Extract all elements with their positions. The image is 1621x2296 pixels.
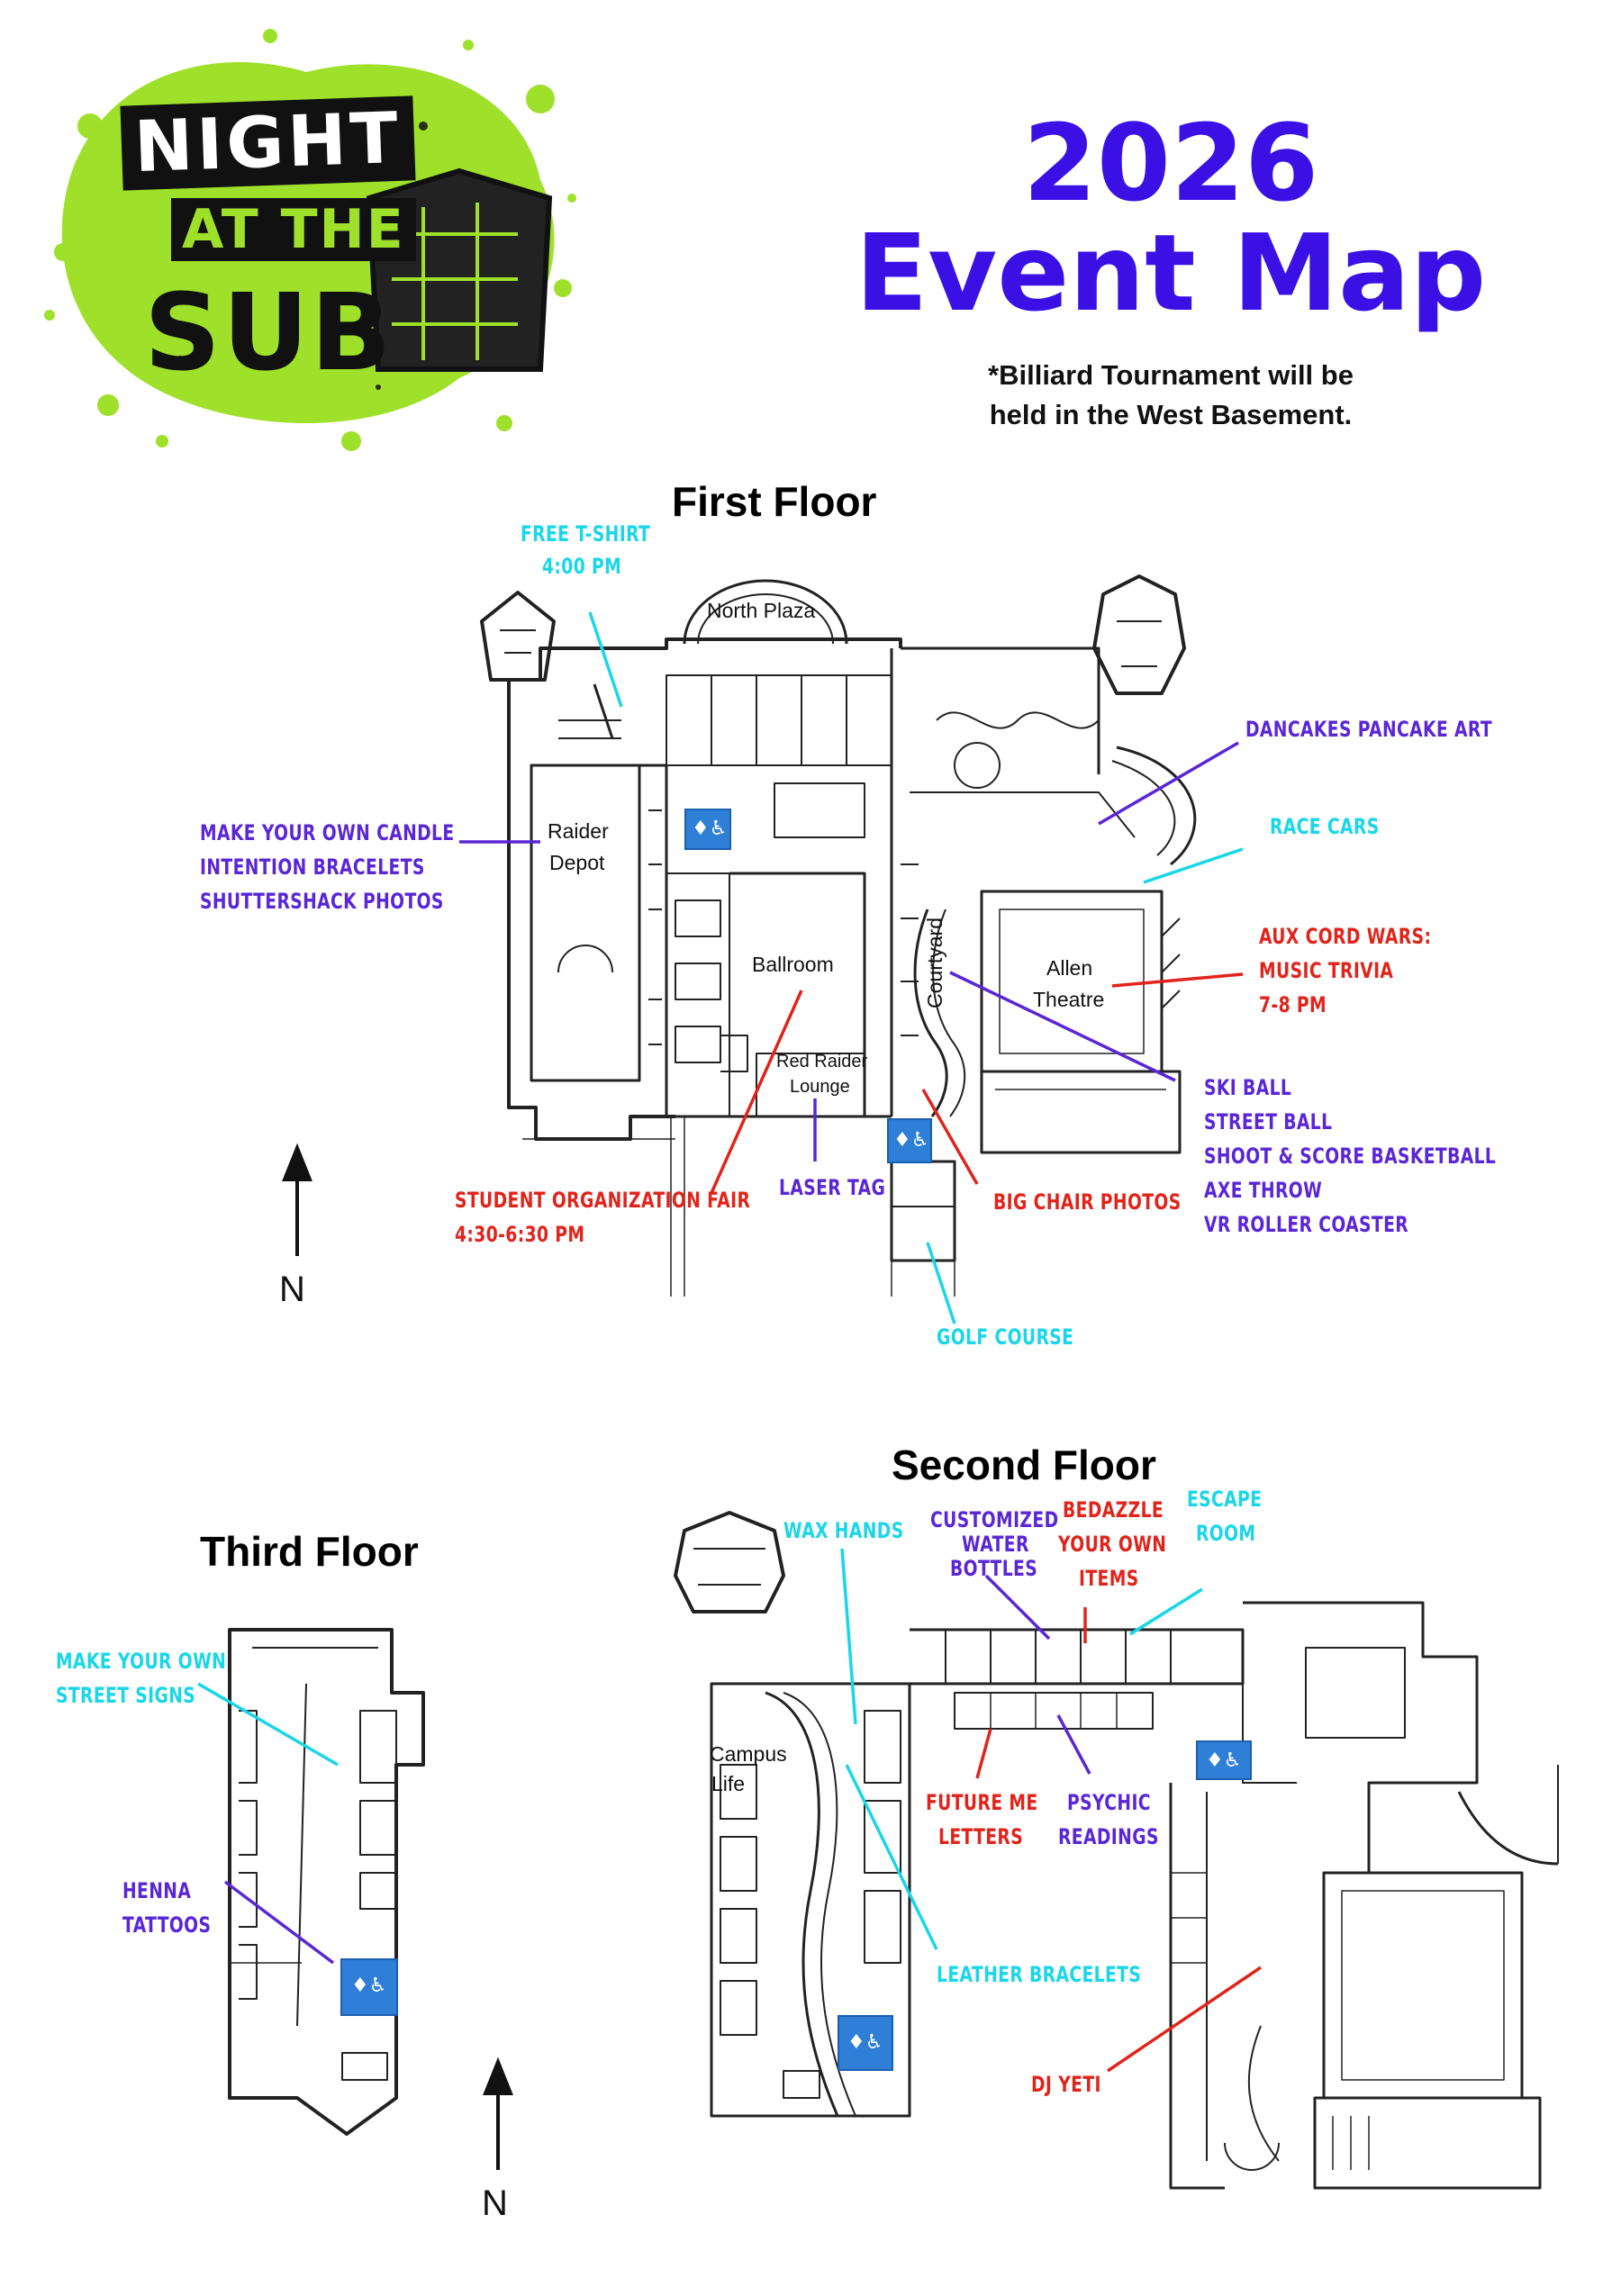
- logo-text-sub: SUB: [144, 270, 394, 394]
- leader-golf-course: [926, 1242, 956, 1324]
- logo-text-at-the: AT THE: [171, 198, 416, 261]
- label-org-fair-line1: STUDENT ORGANIZATION FAIR: [455, 1188, 751, 1213]
- leader-race-cars: [1143, 847, 1244, 884]
- leader-escape-room: [1129, 1587, 1203, 1636]
- label-street-ball: STREET BALL: [1204, 1109, 1333, 1134]
- label-org-fair-line2: 4:30-6:30 PM: [455, 1222, 585, 1247]
- label-water-bottles-line2: WATER: [962, 1532, 1029, 1557]
- north-arrow-icon: [282, 1143, 312, 1256]
- label-bedazzle-line2: YOUR OWN: [1058, 1532, 1167, 1557]
- room-courtyard: Courtyard: [923, 917, 946, 1008]
- leader-psychic: [1056, 1714, 1091, 1775]
- leader-aux-cord: [1111, 972, 1244, 988]
- leader-dj-yeti: [1107, 1966, 1262, 2073]
- label-golf-course: GOLF COURSE: [937, 1324, 1074, 1350]
- label-psychic-line2: READINGS: [1058, 1824, 1159, 1849]
- label-water-bottles-line1: CUSTOMIZED: [930, 1507, 1059, 1532]
- label-future-me-line2: LETTERS: [938, 1824, 1024, 1849]
- label-free-tshirt-line2: 4:00 PM: [542, 554, 622, 579]
- label-big-chair: BIG CHAIR PHOTOS: [993, 1189, 1182, 1215]
- label-bedazzle-line1: BEDAZZLE: [1063, 1497, 1164, 1523]
- leader-future-me: [975, 1728, 992, 1779]
- room-north-plaza: North Plaza: [707, 599, 816, 622]
- third-floor-plan: [228, 1628, 425, 2136]
- label-aux-cord-line2: MUSIC TRIVIA: [1259, 958, 1394, 983]
- label-henna-line1: HENNA: [122, 1878, 192, 1903]
- room-lounge-line1: Red Raider: [776, 1052, 868, 1071]
- label-future-me-line1: FUTURE ME: [926, 1790, 1038, 1815]
- label-laser-tag: LASER TAG: [779, 1175, 886, 1200]
- first-floor-plan: [480, 574, 1197, 1297]
- label-shoot-score: SHOOT & SCORE BASKETBALL: [1204, 1143, 1497, 1169]
- leader-free-tshirt: [588, 611, 623, 708]
- leader-org-fair: [710, 990, 803, 1194]
- label-ski-ball: SKI BALL: [1204, 1075, 1292, 1100]
- leader-water-bottles: [984, 1574, 1051, 1641]
- leader-wax-hands: [840, 1548, 857, 1725]
- label-water-bottles-line3: BOTTLES: [950, 1556, 1038, 1581]
- page-title-main: Event Map: [855, 211, 1487, 335]
- restroom-accessible-icon: ♦♿: [887, 1118, 932, 1163]
- third-floor-heading: Third Floor: [200, 1528, 419, 1575]
- north-label: N: [279, 1270, 305, 1309]
- logo: NIGHT AT THE SUB: [36, 18, 576, 459]
- label-aux-cord-line3: 7-8 PM: [1259, 992, 1327, 1017]
- room-campus-life-line1: Campus: [710, 1742, 787, 1766]
- room-ballroom: Ballroom: [752, 953, 834, 976]
- leader-big-chair: [921, 1089, 979, 1185]
- leader-dancakes: [1098, 741, 1239, 826]
- restroom-accessible-icon: ♦♿: [340, 1958, 398, 2016]
- restroom-accessible-icon: ♦♿: [838, 2015, 893, 2071]
- room-raider-depot-line2: Depot: [549, 851, 605, 874]
- label-race-cars: RACE CARS: [1270, 814, 1380, 839]
- label-street-signs-line1: MAKE YOUR OWN: [56, 1649, 227, 1674]
- label-escape-room-line1: ESCAPE: [1187, 1487, 1263, 1512]
- label-leather-bracelets: LEATHER BRACELETS: [937, 1962, 1142, 1987]
- label-intention-bracelets: INTENTION BRACELETS: [200, 854, 425, 880]
- restroom-accessible-icon: ♦♿: [1196, 1740, 1252, 1780]
- label-bedazzle-line3: ITEMS: [1079, 1566, 1139, 1591]
- second-floor-heading: Second Floor: [892, 1442, 1156, 1488]
- label-escape-room-line2: ROOM: [1196, 1521, 1256, 1546]
- restroom-accessible-icon: ♦♿: [684, 809, 731, 850]
- north-label: N: [482, 2183, 508, 2223]
- label-dj-yeti: DJ YETI: [1031, 2072, 1101, 2097]
- label-free-tshirt-line1: FREE T-SHIRT: [521, 521, 651, 547]
- leader-henna: [223, 1880, 335, 1965]
- leader-street-signs: [197, 1682, 339, 1767]
- label-street-signs-line2: STREET SIGNS: [56, 1683, 196, 1708]
- room-allen-theatre-line1: Allen: [1046, 956, 1093, 980]
- label-axe-throw: AXE THROW: [1204, 1178, 1323, 1203]
- room-campus-life-line2: Life: [711, 1772, 746, 1795]
- label-make-candle: MAKE YOUR OWN CANDLE: [200, 820, 455, 845]
- billiard-note-line2: held in the West Basement.: [989, 399, 1353, 430]
- leader-ski-ball: [949, 971, 1176, 1082]
- label-vr-coaster: VR ROLLER COASTER: [1204, 1212, 1409, 1237]
- room-lounge-line2: Lounge: [790, 1077, 850, 1097]
- first-floor-heading: First Floor: [672, 478, 877, 525]
- leader-leather: [845, 1764, 938, 1950]
- room-raider-depot-line1: Raider: [548, 819, 609, 843]
- page-title-year: 2026: [1022, 101, 1319, 225]
- label-henna-line2: TATTOOS: [122, 1912, 212, 1938]
- label-aux-cord-line1: AUX CORD WARS:: [1259, 924, 1432, 949]
- label-psychic-line1: PSYCHIC: [1067, 1790, 1151, 1815]
- second-floor-plan: [674, 1511, 1559, 2190]
- billiard-note-line1: *Billiard Tournament will be: [988, 359, 1354, 391]
- room-allen-theatre-line2: Theatre: [1033, 988, 1105, 1011]
- north-arrow-icon: [483, 2056, 513, 2170]
- label-wax-hands: WAX HANDS: [783, 1518, 904, 1543]
- label-shuttershack: SHUTTERSHACK PHOTOS: [200, 889, 444, 914]
- label-dancakes: DANCAKES PANCAKE ART: [1245, 717, 1493, 742]
